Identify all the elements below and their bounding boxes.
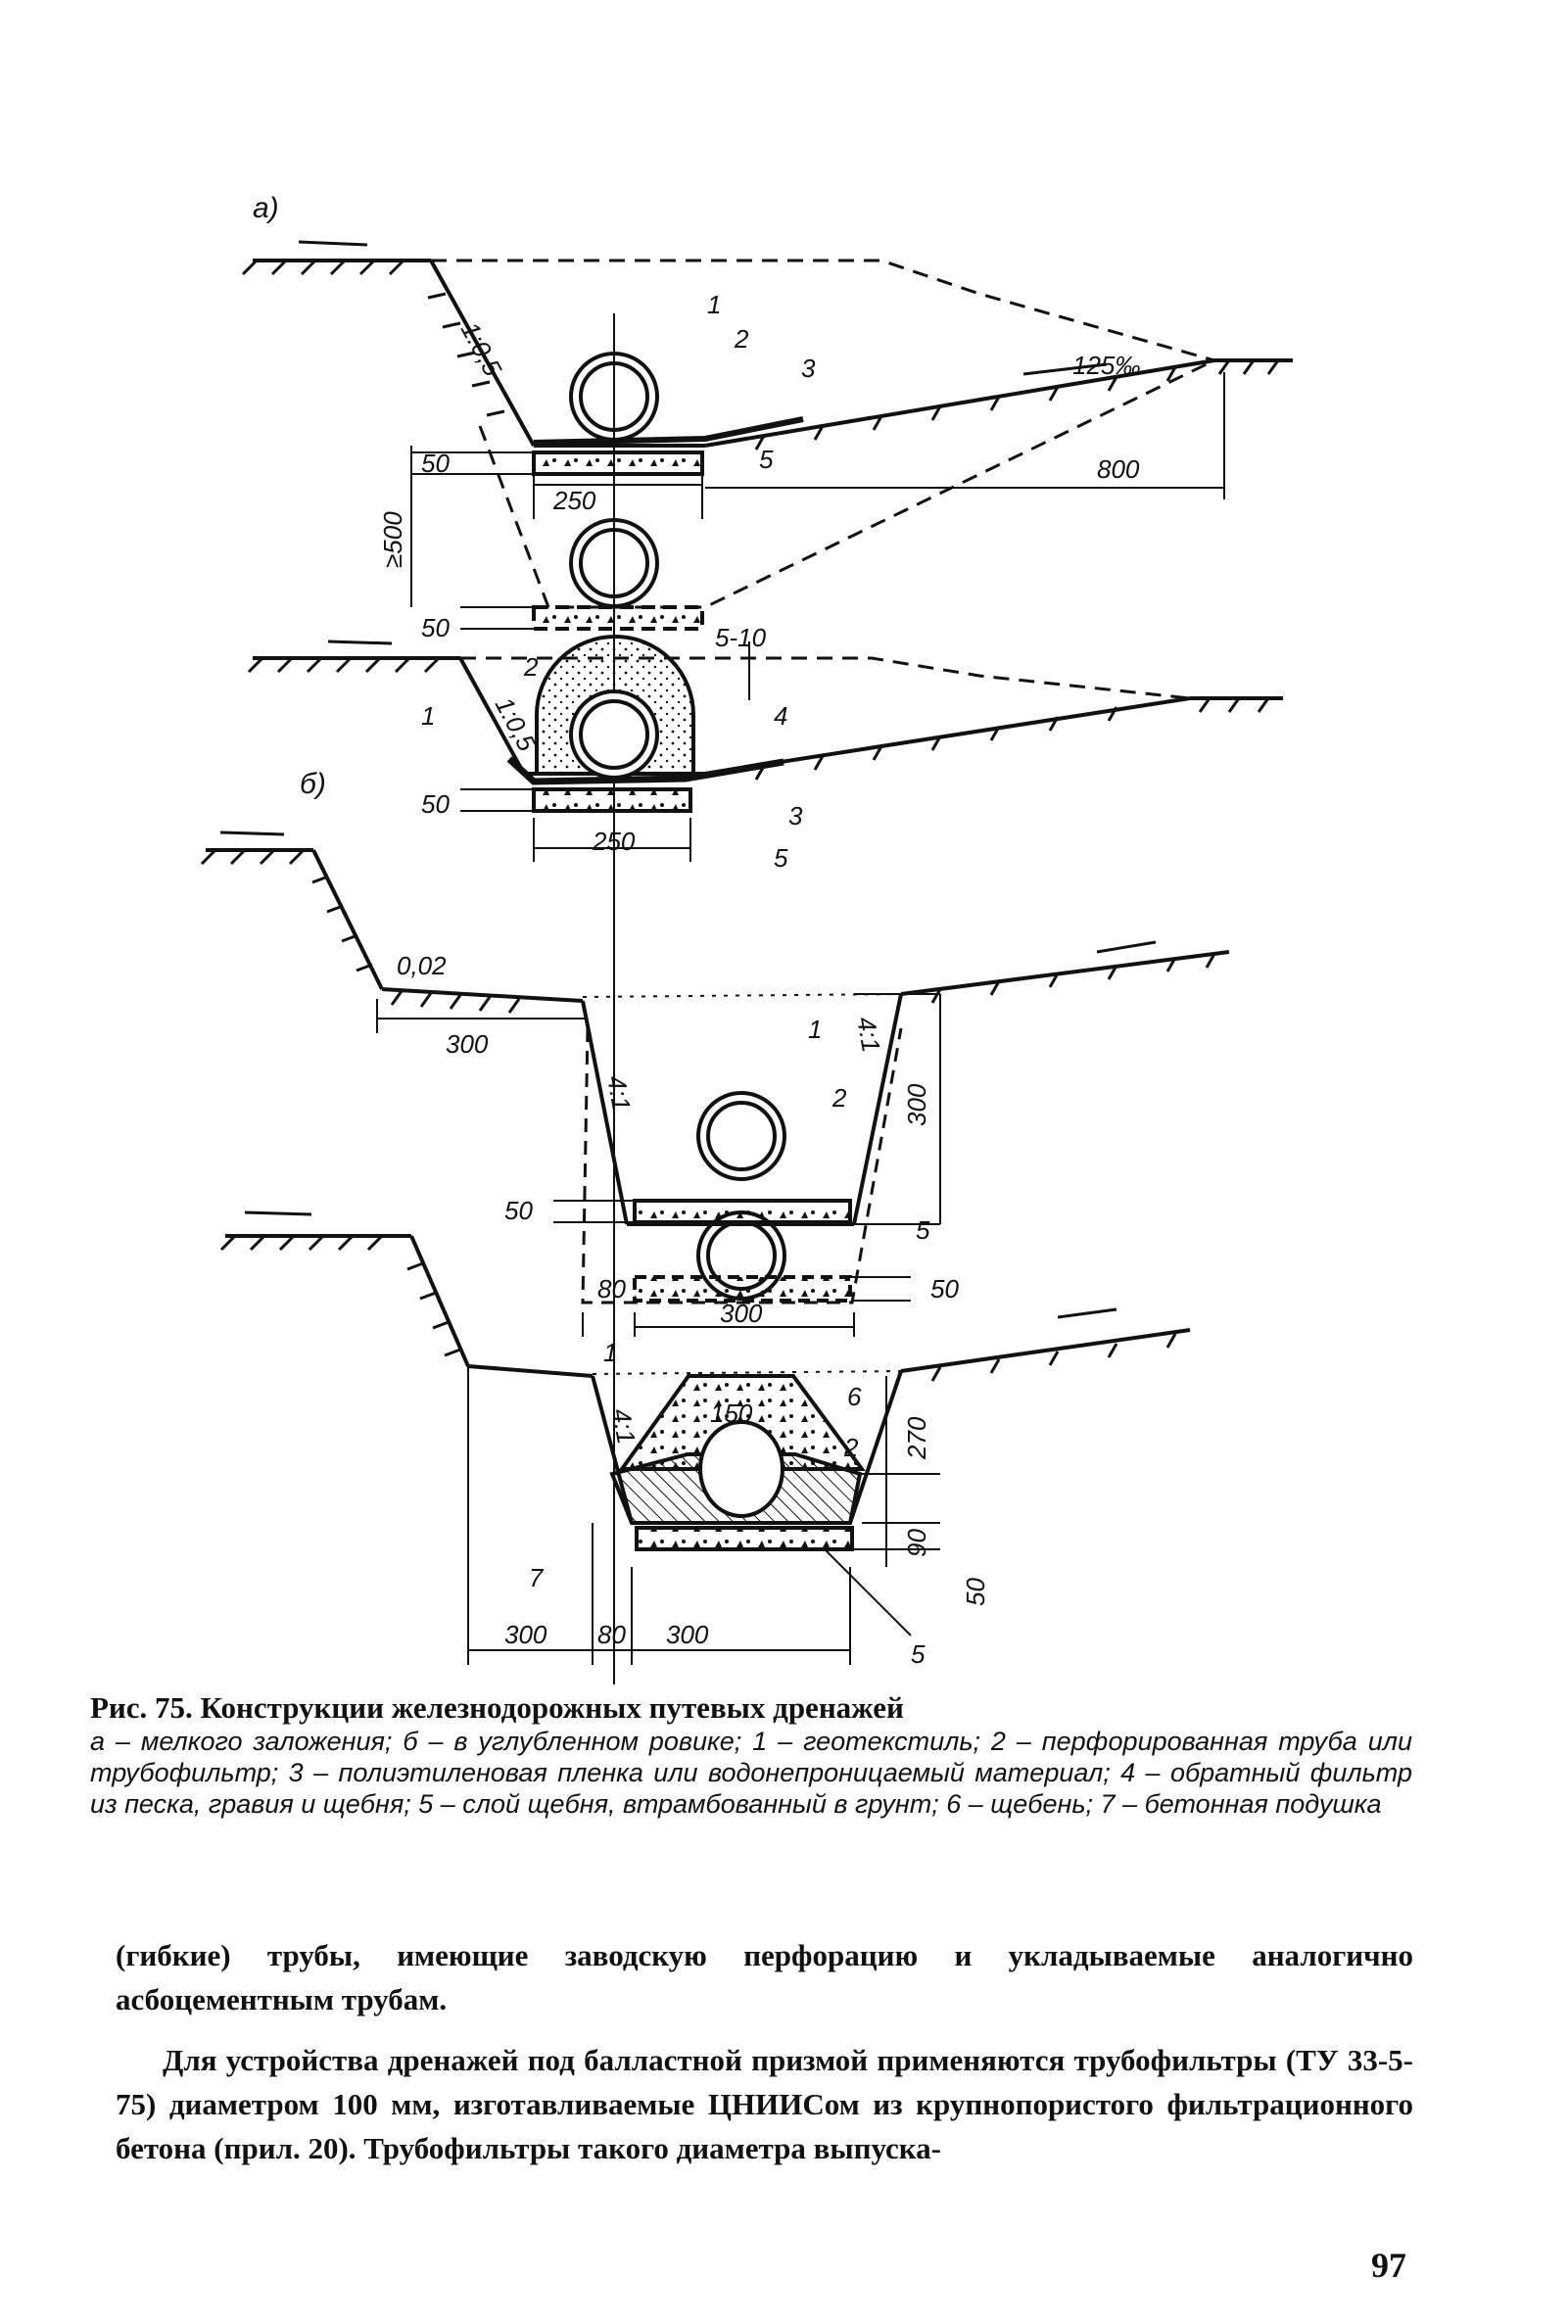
slope-label: 4:1 [851, 1015, 886, 1055]
dim-270: 270 [902, 1416, 931, 1460]
callout-2: 2 [734, 324, 749, 354]
dim-5-10: 5-10 [715, 623, 767, 652]
slope-label: 0,02 [397, 951, 447, 980]
callout-5: 5 [911, 1639, 926, 1669]
gradient-label: 125‰ [1072, 351, 1140, 380]
dim-50: 50 [421, 449, 450, 478]
callout-2: 2 [832, 1083, 847, 1113]
dim-50: 50 [930, 1274, 959, 1304]
dim-90: 90 [902, 1529, 931, 1557]
callout-4: 4 [774, 701, 787, 731]
dim-250: 250 [592, 827, 636, 856]
body-paragraph-1: (гибкие) трубы, имеющие заводскую перфор… [116, 1938, 1413, 2016]
callout-2: 2 [523, 652, 539, 682]
page-number: 97 [1371, 2246, 1406, 2285]
figure-caption: Рис. 75. Конструкции железнодорожных пут… [90, 1690, 1412, 1821]
callout-7: 7 [529, 1563, 545, 1592]
callout-5: 5 [774, 843, 788, 873]
slope-label: 4:1 [601, 1073, 637, 1114]
dim-500: ≥500 [378, 511, 407, 568]
dim-300: 300 [446, 1029, 489, 1059]
callout-5: 5 [916, 1215, 930, 1245]
slope-label: 4:1 [606, 1406, 641, 1447]
dim-50: 50 [421, 789, 450, 819]
callout-6: 6 [847, 1382, 862, 1411]
dim-150: 150 [710, 1399, 753, 1428]
callout-5: 5 [759, 445, 774, 474]
dim-50: 50 [504, 1196, 533, 1225]
caption-legend: а – мелкого заложения; б – в углубленном… [90, 1726, 1412, 1820]
dim-80: 80 [597, 1620, 626, 1649]
dim-300: 300 [902, 1083, 931, 1126]
body-paragraph-2: Для устройства дренажей под балластной п… [116, 2043, 1413, 2165]
dim-50: 50 [421, 613, 450, 642]
dim-50: 50 [961, 1578, 990, 1606]
callout-2: 2 [843, 1433, 859, 1462]
callout-1: 1 [603, 1338, 617, 1367]
callout-1: 1 [808, 1015, 822, 1044]
dim-80: 80 [597, 1274, 626, 1304]
dim-800: 800 [1097, 454, 1140, 484]
panel-a-label: а) [253, 192, 279, 224]
figure-railway-drainage: а) б) 1:0,5 125‰ 800 50 250 ≥500 50 5-10… [200, 192, 1293, 1684]
dim-300: 300 [720, 1299, 763, 1328]
dim-300: 300 [504, 1620, 547, 1649]
dim-250: 250 [552, 486, 596, 515]
panel-b-label: б) [300, 768, 326, 800]
caption-title: Рис. 75. Конструкции железнодорожных пут… [90, 1690, 904, 1725]
dim-300: 300 [666, 1620, 709, 1649]
callout-1: 1 [421, 701, 435, 731]
callout-1: 1 [707, 290, 721, 319]
callout-3: 3 [801, 354, 816, 383]
callout-3: 3 [788, 801, 803, 830]
slope-label: 1:0,5 [455, 317, 508, 382]
